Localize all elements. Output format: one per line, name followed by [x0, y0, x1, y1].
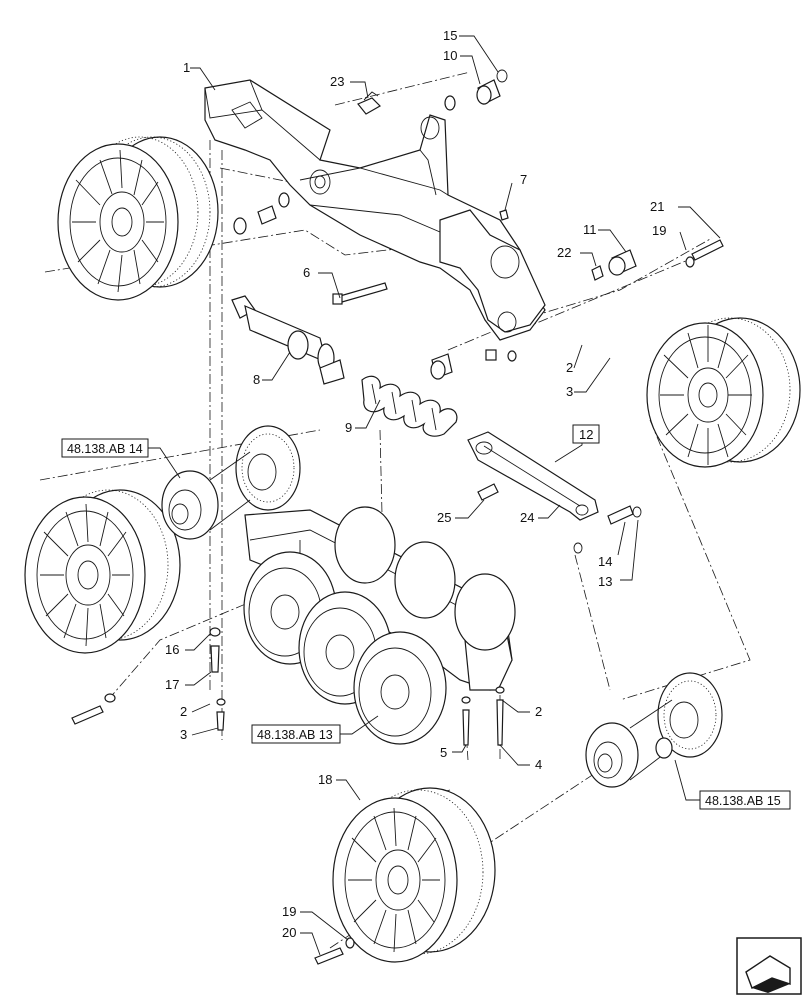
callout-19-bottom: 19	[282, 904, 296, 919]
callout-24: 24	[520, 510, 534, 525]
wheel-mid-left	[24, 489, 181, 654]
bolts-lower	[71, 349, 517, 965]
callout-9: 9	[345, 420, 352, 435]
callout-7: 7	[520, 172, 527, 187]
pin-23	[357, 91, 381, 115]
reference-48-138-ab-14[interactable]: 48.138.AB 14	[61, 438, 149, 458]
callout-2-right: 2	[535, 704, 542, 719]
pin-7	[499, 209, 509, 221]
tension-arm-assembly	[467, 431, 642, 554]
reference-48-138-ab-14-label[interactable]: 48.138.AB 14	[67, 442, 143, 456]
callout-11: 11	[583, 222, 597, 237]
callout-10: 10	[443, 48, 457, 63]
callout-18: 18	[318, 772, 332, 787]
callout-3-left: 3	[180, 727, 187, 742]
callout-6: 6	[303, 265, 310, 280]
callout-15: 15	[443, 28, 457, 43]
callout-5: 5	[440, 745, 447, 760]
callout-21: 21	[650, 199, 664, 214]
left-drive-hub	[161, 425, 301, 540]
callout-1: 1	[183, 60, 190, 75]
wheel-top-left	[57, 136, 219, 301]
tensioner-shaft	[231, 295, 345, 385]
callout-8: 8	[253, 372, 260, 387]
callout-23: 23	[330, 74, 344, 89]
leader-lines	[148, 35, 721, 956]
wheel-bottom	[332, 787, 496, 963]
reference-48-138-ab-13[interactable]: 48.138.AB 13	[251, 724, 341, 744]
callout-13: 13	[598, 574, 612, 589]
main-frame	[204, 79, 546, 341]
callout-14: 14	[598, 554, 612, 569]
bushing-11-22	[591, 249, 637, 281]
right-drive-hub	[585, 672, 723, 788]
callout-19-top: 19	[652, 223, 666, 238]
callout-2-top: 2	[566, 360, 573, 375]
reference-48-138-ab-15-label[interactable]: 48.138.AB 15	[705, 794, 781, 808]
callout-4: 4	[535, 757, 542, 772]
callout-12-box: 12	[572, 424, 600, 444]
bolt-21	[685, 239, 724, 268]
page-navigation-icon[interactable]	[736, 937, 802, 995]
bolt-6	[332, 282, 388, 305]
callout-3-top: 3	[566, 384, 573, 399]
reference-48-138-ab-15[interactable]: 48.138.AB 15	[699, 790, 791, 810]
callout-16: 16	[165, 642, 179, 657]
reference-48-138-ab-13-label[interactable]: 48.138.AB 13	[257, 728, 333, 742]
bogie-assembly	[243, 506, 516, 745]
compression-spring	[361, 375, 458, 437]
callout-17: 17	[165, 677, 179, 692]
callout-20: 20	[282, 925, 296, 940]
bushing-10-15	[444, 69, 508, 111]
callout-labels: 1 23 15 10 7 11 22 21 19 6 8 9 2 3 25 24…	[165, 28, 666, 940]
callout-2-left: 2	[180, 704, 187, 719]
washers-left	[233, 192, 290, 235]
callout-25: 25	[437, 510, 451, 525]
callout-12: 12	[579, 427, 593, 442]
callout-22: 22	[557, 245, 571, 260]
wheel-right	[646, 317, 801, 468]
